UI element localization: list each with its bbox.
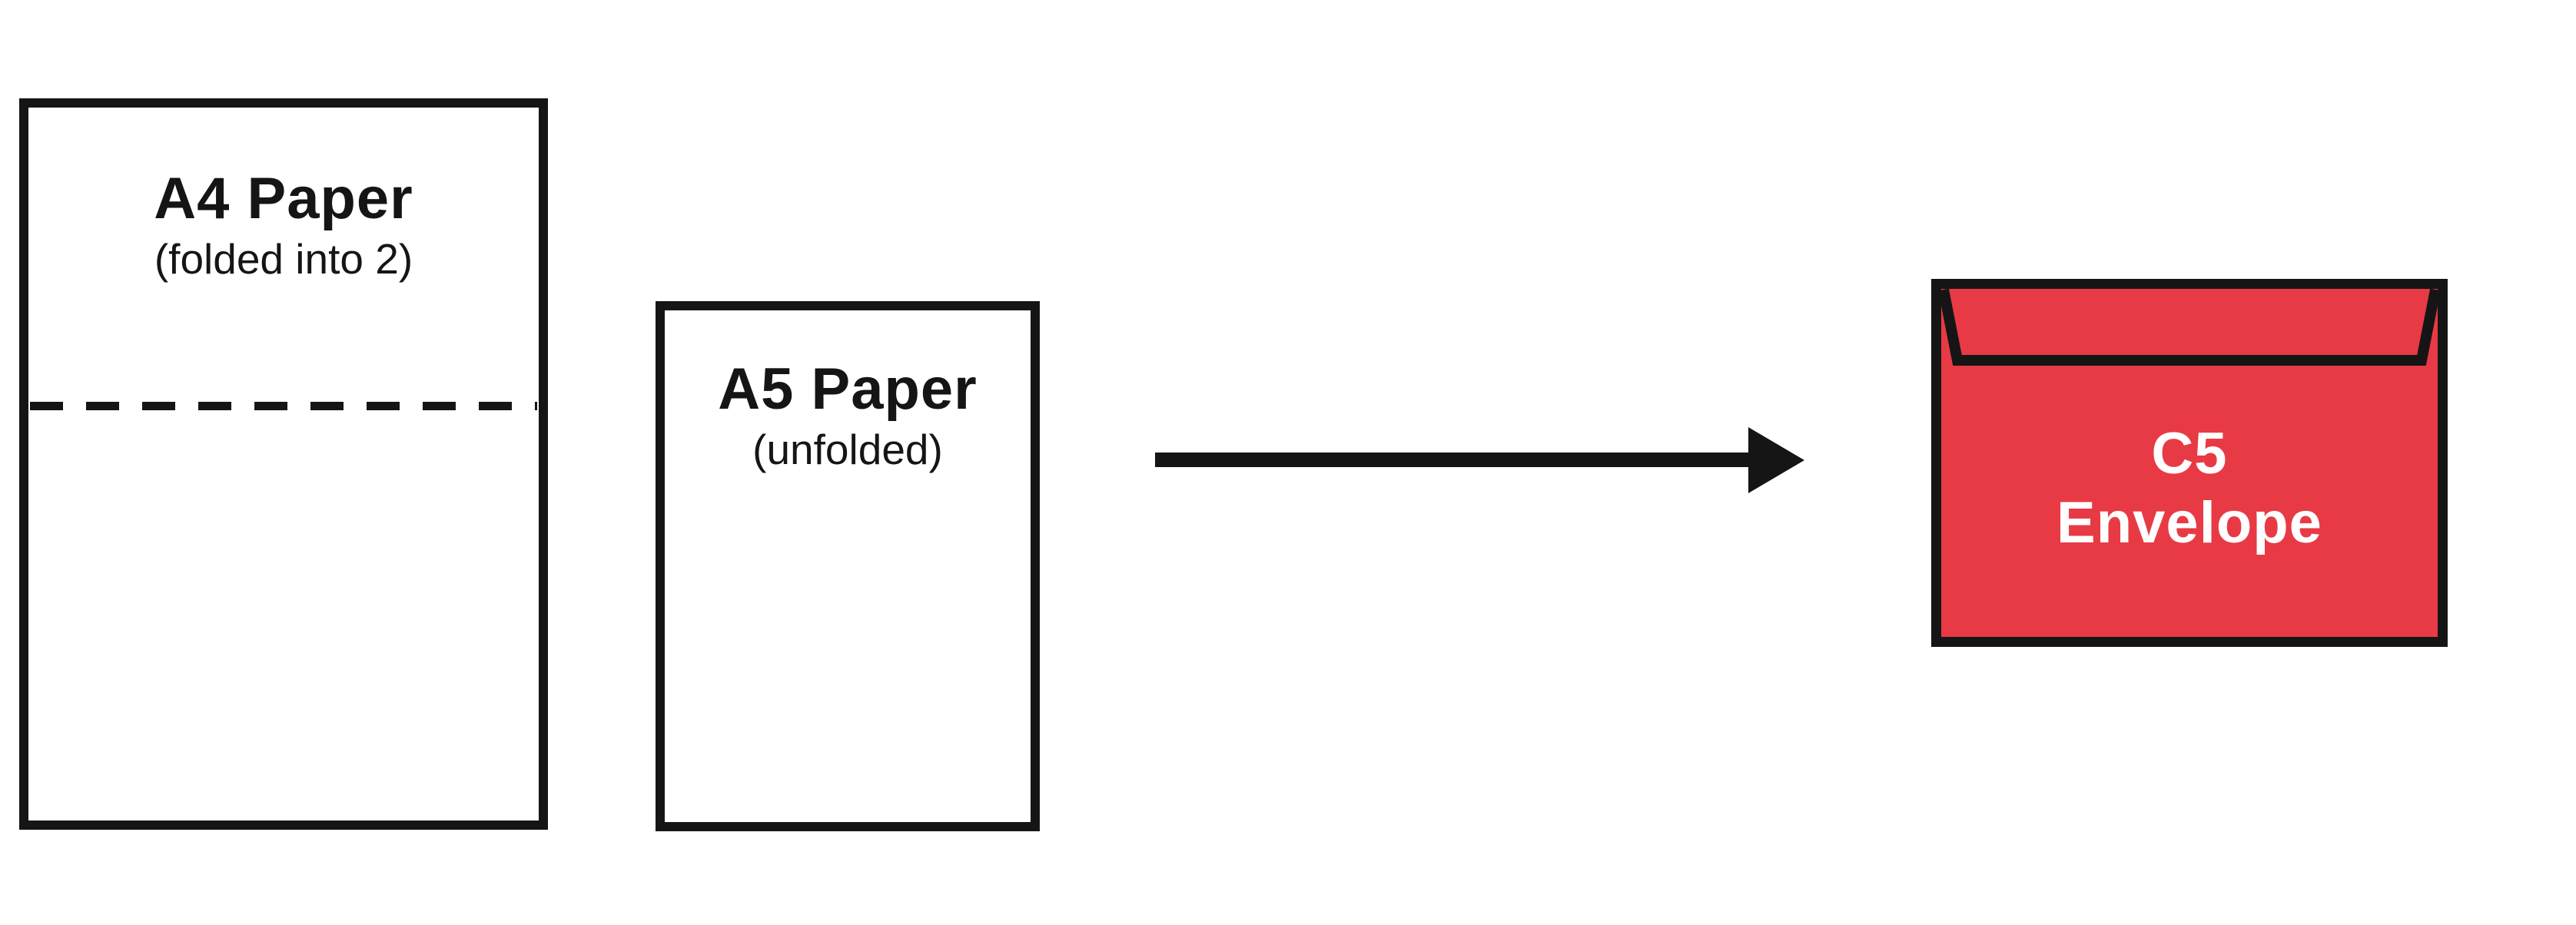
a4-paper-label: A4 Paper (folded into 2) bbox=[28, 164, 539, 284]
envelope-body bbox=[1931, 279, 2448, 647]
right-arrow-icon bbox=[1155, 427, 1804, 493]
a4-paper-shape: A4 Paper (folded into 2) bbox=[19, 98, 548, 830]
a5-paper-subtitle: (unfolded) bbox=[752, 426, 943, 473]
a5-paper-label: A5 Paper (unfolded) bbox=[665, 355, 1031, 475]
a5-paper-shape: A5 Paper (unfolded) bbox=[656, 301, 1040, 831]
a4-paper-title: A4 Paper bbox=[154, 166, 413, 231]
envelope-graphic bbox=[1931, 279, 2448, 647]
a5-paper-title: A5 Paper bbox=[718, 356, 978, 422]
c5-envelope-shape: C5 Envelope bbox=[1931, 279, 2448, 647]
envelope-flap-outline bbox=[1938, 288, 2441, 366]
c5-envelope-label: C5 Envelope bbox=[1941, 366, 2438, 637]
c5-envelope-label-line2: Envelope bbox=[2056, 489, 2322, 555]
c5-envelope-label-line1: C5 bbox=[2151, 420, 2228, 486]
fold-dashed-line bbox=[30, 402, 537, 410]
a4-paper-subtitle: (folded into 2) bbox=[154, 235, 413, 283]
